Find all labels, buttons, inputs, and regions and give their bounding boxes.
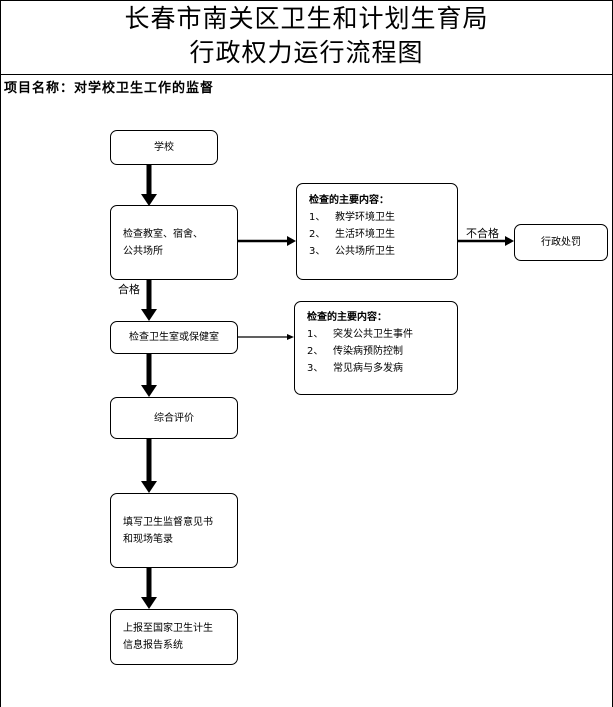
arrow-inspect-to-health [141, 280, 157, 321]
arrow-info1-to-penalty [458, 236, 514, 246]
inspect-places-line1: 检查教室、宿舍、 [123, 228, 203, 240]
info2-item-num: 1、 [307, 329, 324, 340]
fill-opinion-box: 填写卫生监督意见书 和现场笔录 [110, 493, 238, 568]
fill-opinion-line1: 填写卫生监督意见书 [123, 516, 213, 528]
title-divider [0, 74, 613, 75]
info1-item-text: 教学环境卫生 [335, 212, 395, 223]
info2-title: 检查的主要内容： [307, 312, 387, 323]
frame-top-border [0, 0, 613, 1]
info1-item-text: 生活环境卫生 [335, 229, 395, 240]
info1-item-text: 公共场所卫生 [335, 246, 395, 257]
info1-item: 2、 生活环境卫生 [309, 226, 445, 243]
report-box: 上报至国家卫生计生 信息报告系统 [110, 609, 238, 665]
info2-item: 3、 常见病与多发病 [307, 360, 445, 377]
inspect-places-line2: 公共场所 [123, 245, 163, 257]
school-box: 学校 [110, 130, 218, 165]
info1-item-num: 1、 [309, 212, 326, 223]
info2-item: 2、 传染病预防控制 [307, 343, 445, 360]
info1-item: 1、 教学环境卫生 [309, 209, 445, 226]
qualified-label: 合格 [118, 283, 140, 296]
evaluate-box: 综合评价 [110, 397, 238, 439]
info2-item-text: 传染病预防控制 [333, 346, 403, 357]
arrow-inspect-to-info1 [238, 236, 296, 246]
info2-item: 1、 突发公共卫生事件 [307, 326, 445, 343]
arrow-health-to-info2 [238, 334, 294, 340]
inspection-content-box-2: 检查的主要内容： 1、 突发公共卫生事件 2、 传染病预防控制 3、 常见病与多… [294, 301, 458, 395]
info1-item: 3、 公共场所卫生 [309, 243, 445, 260]
info2-item-num: 2、 [307, 346, 324, 357]
page-title-line1: 长春市南关区卫生和计划生育局 [124, 4, 489, 33]
fill-opinion-line2: 和现场笔录 [123, 533, 173, 545]
report-line1: 上报至国家卫生计生 [123, 623, 213, 634]
info2-item-text: 突发公共卫生事件 [333, 329, 413, 340]
unqualified-label: 不合格 [466, 227, 499, 240]
arrow-evaluate-to-fill [141, 439, 157, 493]
info2-item-num: 3、 [307, 363, 324, 374]
evaluate-label: 综合评价 [154, 412, 194, 424]
arrow-fill-to-report [141, 568, 157, 609]
page-title-line2: 行政权力运行流程图 [189, 38, 424, 67]
arrow-health-to-evaluate [141, 354, 157, 397]
inspect-places-box: 检查教室、宿舍、 公共场所 [110, 205, 238, 280]
info1-item-num: 2、 [309, 229, 326, 240]
info1-item-num: 3、 [309, 246, 326, 257]
inspection-content-box-1: 检查的主要内容： 1、 教学环境卫生 2、 生活环境卫生 3、 公共场所卫生 [296, 183, 458, 280]
info2-item-text: 常见病与多发病 [333, 363, 403, 374]
penalty-box: 行政处罚 [514, 224, 608, 261]
project-name: 项目名称：对学校卫生工作的监督 [4, 81, 215, 96]
school-label: 学校 [154, 142, 174, 153]
frame-left-border [0, 0, 1, 707]
report-line2: 信息报告系统 [123, 640, 183, 651]
arrow-school-to-inspect [141, 165, 157, 206]
info1-title: 检查的主要内容： [309, 195, 389, 206]
penalty-label: 行政处罚 [541, 237, 581, 248]
inspect-health-label: 检查卫生室或保健室 [129, 332, 219, 343]
inspect-health-box: 检查卫生室或保健室 [110, 321, 238, 354]
